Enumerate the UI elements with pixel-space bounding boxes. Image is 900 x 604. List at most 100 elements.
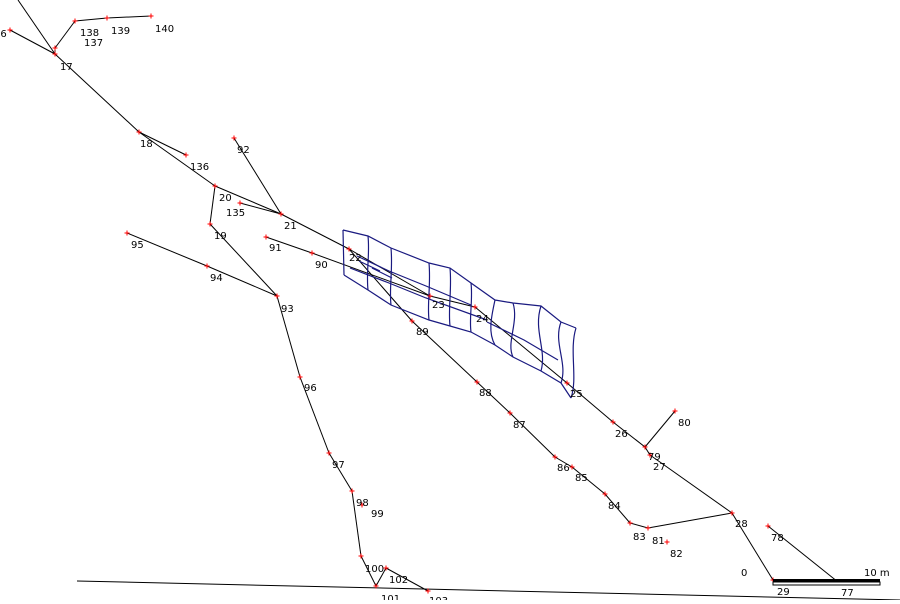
station-marker-86 — [552, 454, 558, 460]
survey-leg-97-98 — [328, 452, 353, 492]
survey-leg-138-139 — [74, 17, 108, 22]
station-marker-87 — [507, 410, 513, 416]
scale-bar-end-label: 10 m — [864, 568, 890, 579]
station-label-19: 19 — [214, 231, 227, 242]
station-label-139: 139 — [111, 26, 130, 37]
survey-legs — [9, 0, 900, 601]
station-label-23: 23 — [432, 300, 445, 311]
survey-leg-93-96 — [276, 295, 301, 378]
station-label-97: 97 — [332, 460, 345, 471]
survey-leg-18-20 — [138, 131, 216, 187]
survey-leg-139-140 — [106, 15, 152, 19]
survey-leg-94-93 — [206, 265, 278, 297]
station-label-101: 101 — [381, 594, 400, 600]
survey-leg-91-90 — [265, 236, 313, 254]
station-label-77: 77 — [841, 588, 854, 599]
survey-leg-84-85 — [571, 466, 606, 495]
survey-leg-101-102 — [375, 567, 387, 587]
passage-wall-16 — [358, 260, 381, 272]
survey-leg-21-22 — [280, 213, 350, 250]
station-marker-140 — [148, 13, 154, 19]
station-marker-84 — [602, 491, 608, 497]
passage-wall-13 — [356, 255, 472, 306]
station-label-91: 91 — [269, 243, 282, 254]
station-label-29: 29 — [777, 587, 790, 598]
station-marker-78 — [765, 523, 771, 529]
station-label-88: 88 — [479, 388, 492, 399]
station-markers — [7, 13, 841, 594]
station-label-25: 25 — [570, 389, 583, 400]
station-marker-80 — [672, 408, 678, 414]
survey-leg-19-93 — [209, 223, 278, 297]
survey-leg-87-88 — [476, 381, 511, 414]
station-marker-20 — [212, 183, 218, 189]
station-marker-16 — [7, 27, 13, 33]
passage-wall-5 — [427, 262, 431, 321]
station-label-136: 136 — [190, 162, 209, 173]
passage-wall-9 — [510, 302, 516, 358]
station-label-92: 92 — [237, 145, 250, 156]
station-label-28: 28 — [735, 519, 748, 530]
station-marker-139 — [104, 15, 110, 21]
passage-wall-2 — [342, 229, 345, 276]
station-label-84: 84 — [608, 501, 621, 512]
station-label-79: 79 — [648, 452, 661, 463]
survey-leg-86-87 — [509, 412, 556, 458]
station-marker-21 — [278, 211, 284, 217]
passage-wall-17 — [371, 267, 393, 279]
passage-wall-8 — [490, 299, 496, 346]
passage-wall-6 — [448, 267, 452, 327]
survey-leg-96-97 — [299, 376, 330, 454]
station-label-103: 103 — [429, 596, 448, 600]
station-label-94: 94 — [210, 273, 223, 284]
station-label-17: 17 — [60, 62, 73, 73]
survey-leg-25-26 — [566, 382, 614, 423]
station-label-90: 90 — [315, 260, 328, 271]
station-label-78: 78 — [771, 533, 784, 544]
station-label-86: 86 — [557, 463, 570, 474]
survey-leg-98-100 — [351, 490, 362, 557]
station-marker-82 — [664, 539, 670, 545]
passage-wall-12 — [570, 327, 577, 399]
survey-leg-88-89 — [411, 320, 478, 383]
station-marker-99 — [359, 502, 365, 508]
survey-leg-90-23 — [311, 252, 431, 297]
station-label-16: 16 — [0, 29, 7, 40]
station-marker-89 — [409, 318, 415, 324]
survey-leg-23-24 — [429, 295, 476, 308]
survey-leg-85-86 — [554, 456, 573, 468]
station-marker-90 — [309, 250, 315, 256]
station-marker-135 — [237, 200, 243, 206]
station-marker-93 — [274, 293, 280, 299]
survey-leg-offscreen-0 — [17, 0, 56, 55]
station-label-96: 96 — [304, 383, 317, 394]
survey-leg-137-138 — [54, 20, 76, 49]
station-marker-102 — [383, 565, 389, 571]
survey-leg-83-84 — [604, 493, 631, 524]
survey-leg-offscreen-1 — [76, 580, 900, 601]
survey-leg-28-29 — [731, 512, 774, 581]
survey-leg-102-103 — [385, 567, 429, 592]
survey-leg-27-28 — [649, 454, 733, 514]
passage-wall-15 — [486, 321, 559, 361]
passage-wall-14 — [349, 267, 488, 321]
station-label-21: 21 — [284, 221, 297, 232]
survey-leg-22-23 — [348, 248, 431, 297]
station-marker-97 — [326, 450, 332, 456]
station-label-81: 81 — [652, 536, 665, 547]
station-label-85: 85 — [575, 473, 588, 484]
station-label-93: 93 — [281, 304, 294, 315]
station-label-22: 22 — [349, 253, 362, 264]
passage-walls — [342, 229, 577, 399]
station-marker-85 — [569, 464, 575, 470]
station-marker-98 — [349, 488, 355, 494]
survey-leg-92-21 — [233, 137, 282, 215]
station-label-137: 137 — [84, 38, 103, 49]
station-label-138: 138 — [80, 28, 99, 39]
survey-leg-20-21 — [214, 185, 282, 215]
station-marker-137 — [52, 45, 58, 51]
scale-bar: 0 10 m — [741, 568, 890, 586]
station-marker-28 — [729, 510, 735, 516]
station-label-102: 102 — [389, 575, 408, 586]
